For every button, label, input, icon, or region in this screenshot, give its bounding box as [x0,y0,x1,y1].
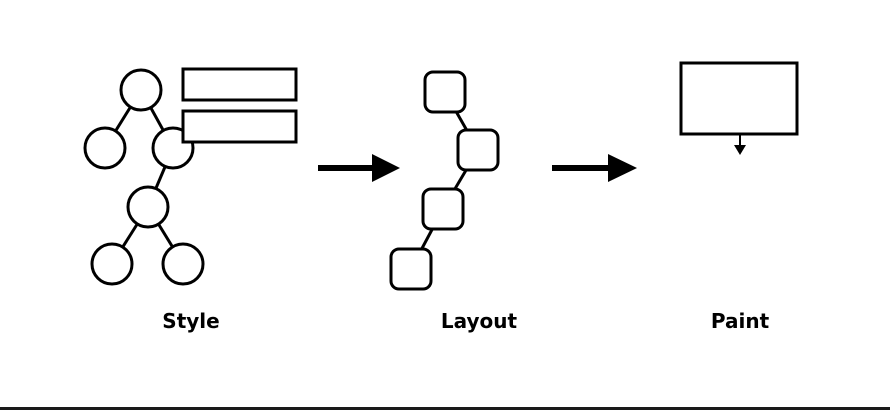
tree-node [126,185,170,229]
paint-canvas-box [679,61,799,136]
layout-stage-label: Layout [440,309,518,333]
style-rule-box [181,67,298,102]
bottom-divider [0,407,890,410]
style-tree-graphic [83,67,298,286]
right-arrow-icon [318,154,400,182]
layout-box [456,128,500,172]
layout-boxes-graphic [389,70,500,291]
down-arrow-icon [734,134,746,155]
style-stage-label: Style [162,309,220,333]
right-arrow-icon [552,154,637,182]
tree-node [161,242,205,286]
tree-node [119,68,163,112]
paint-graphic [679,61,799,155]
style-rule-box [181,109,298,144]
paint-stage-label: Paint [710,309,770,333]
layout-connectors [409,91,480,270]
layout-box [421,187,465,231]
layout-box [389,247,433,291]
tree-node [90,242,134,286]
style-tree-edges [103,89,185,265]
layout-box [423,70,467,114]
tree-node [83,126,127,170]
